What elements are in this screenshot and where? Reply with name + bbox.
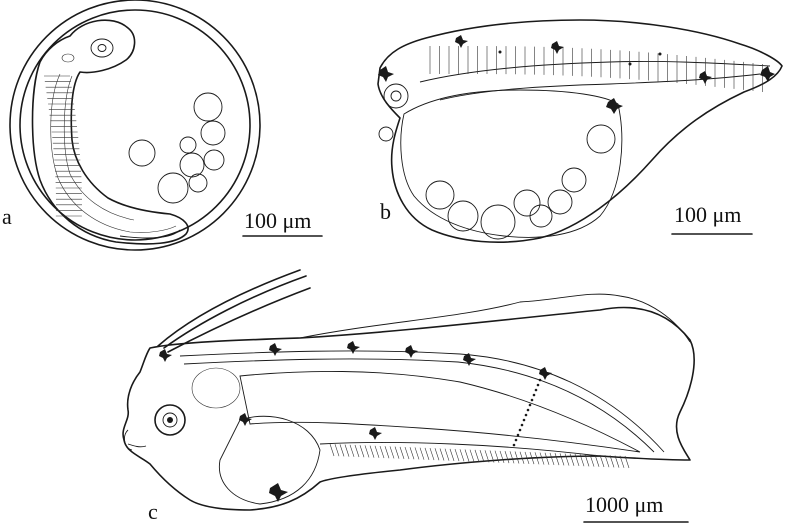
larva-c-otic-capsule [191,367,241,409]
larva-b-outline [377,19,783,243]
larva-c-myomeres [329,443,630,469]
panel-b-scale-label: 100 μm [674,202,741,227]
embryo-a-finfold [119,229,181,239]
panel-c-scale-label: 1000 μm [585,492,663,517]
larva-c-dotted-pigment-line [512,378,542,447]
egg-chorion-outer [9,0,261,251]
embryo-a-myomeres [44,75,82,217]
panel-b: b 100 μm [377,19,783,243]
embryo-a-pupil [97,44,107,52]
embryo-a-eye [90,38,114,58]
larva-b-mouth [378,126,394,142]
larva-c-eye [154,404,186,436]
panel-a: a 100 μm [2,0,323,251]
larva-b-yolk-sac [400,89,623,238]
larva-b-oil-globules [425,124,616,240]
larva-b-melanophores [378,35,775,114]
larva-c-melanophores [159,341,552,502]
embryo-a-notochord [50,73,177,233]
egg-membrane-inner [19,9,251,241]
larva-b-pupil [390,90,402,102]
larva-c-notochord [179,350,665,453]
larva-c-pectoral-fin [218,415,321,505]
panel-c-label: c [148,499,158,524]
larva-c-pupil [162,412,178,428]
panel-c: c 1000 μm [122,269,695,524]
embryo-a-body [31,19,189,245]
larva-b-myomeres [429,45,763,92]
panel-a-label: a [2,204,12,229]
panel-a-scale-label: 100 μm [244,208,311,233]
embryo-a-oil-globules [128,92,226,204]
embryo-a-otic-vesicle [61,53,75,63]
larva-c-outline [122,306,695,511]
larva-b-eye [383,83,409,109]
larva-c-dorsal-finfold [299,293,691,343]
panel-b-label: b [380,199,391,224]
larva-c-jaw [124,429,147,451]
larva-c-gut [239,370,641,453]
